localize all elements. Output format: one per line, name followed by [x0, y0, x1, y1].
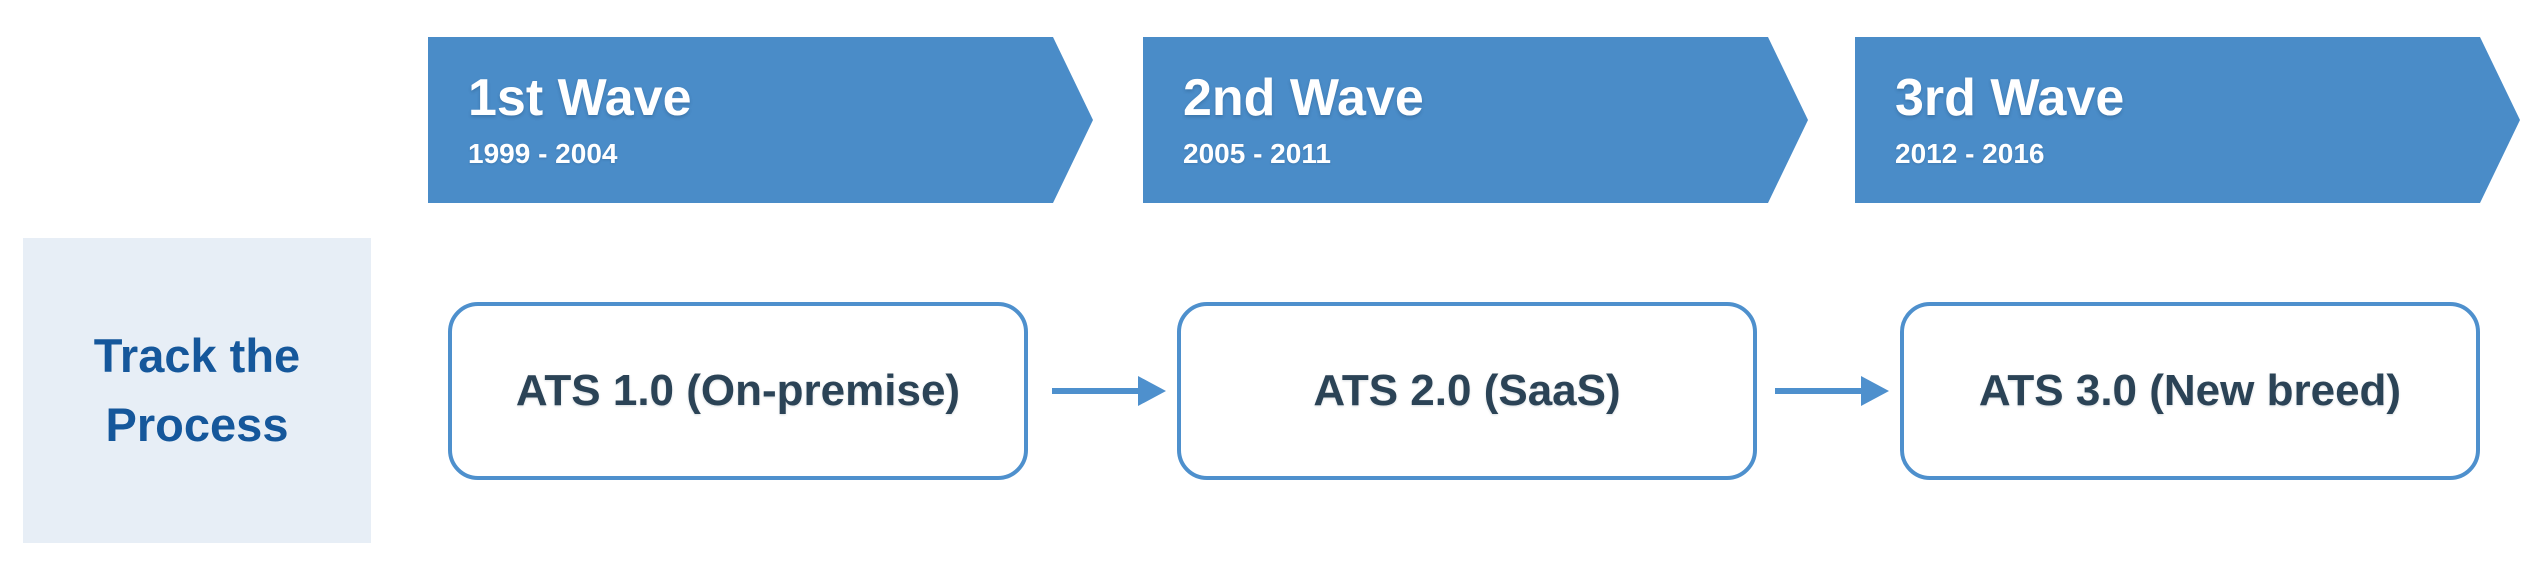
- ats-box-1: ATS 1.0 (On-premise): [448, 302, 1028, 480]
- wave-3-period: 2012 - 2016: [1895, 137, 2045, 169]
- track-process-panel: Track the Process: [23, 238, 371, 543]
- wave-1-title: 1st Wave: [468, 68, 692, 127]
- flow-arrow-icon-2: [1775, 376, 1889, 406]
- ats-box-3-label: ATS 3.0 (New breed): [1978, 366, 2402, 415]
- wave-band-3: 3rd Wave 2012 - 2016: [1855, 37, 2520, 203]
- arrow-head: [1138, 376, 1166, 406]
- wave-2-title: 2nd Wave: [1183, 68, 1424, 127]
- wave-band-2: 2nd Wave 2005 - 2011: [1143, 37, 1808, 203]
- ats-box-2: ATS 2.0 (SaaS): [1177, 302, 1757, 480]
- track-process-label: Track the Process: [93, 329, 301, 451]
- ats-box-2-label: ATS 2.0 (SaaS): [1313, 366, 1621, 415]
- ats-box-1-label: ATS 1.0 (On-premise): [515, 366, 961, 415]
- wave-3-title: 3rd Wave: [1895, 68, 2125, 127]
- wave-band-1: 1st Wave 1999 - 2004: [428, 37, 1093, 203]
- arrow-head: [1861, 376, 1889, 406]
- wave-1-period: 1999 - 2004: [468, 137, 618, 169]
- flow-arrow-icon-1: [1052, 376, 1166, 406]
- ats-box-3: ATS 3.0 (New breed): [1900, 302, 2480, 480]
- arrow-shaft: [1775, 388, 1861, 394]
- wave-2-period: 2005 - 2011: [1183, 137, 1331, 169]
- arrow-shaft: [1052, 388, 1138, 394]
